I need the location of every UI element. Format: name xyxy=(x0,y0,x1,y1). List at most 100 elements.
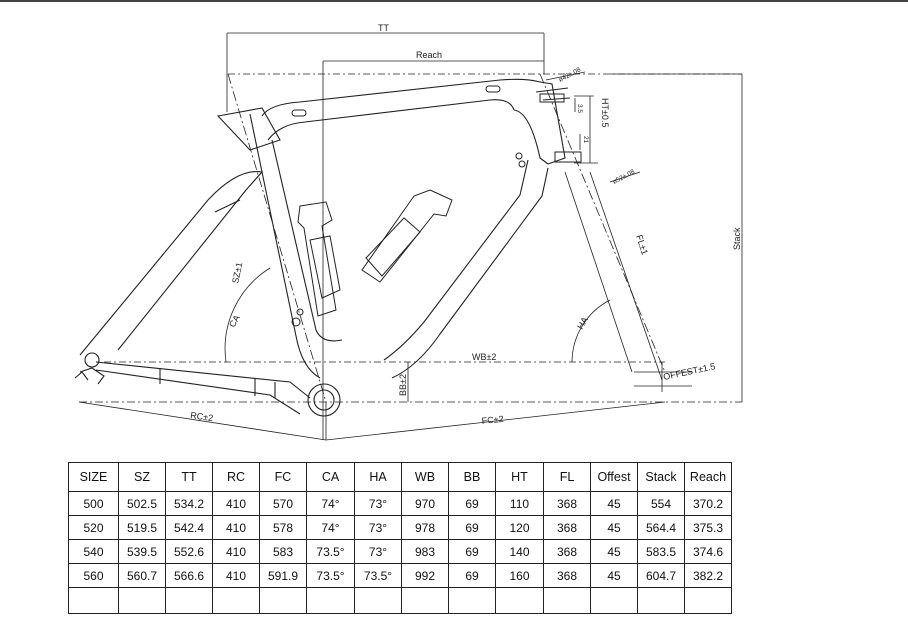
table-cell: 73° xyxy=(354,539,402,564)
table-cell: 140 xyxy=(495,539,544,564)
table-header: RC xyxy=(212,462,260,492)
table-cell xyxy=(354,587,402,614)
ca-label: CA xyxy=(227,313,242,329)
table-cell: 73° xyxy=(354,491,402,516)
sz-label: SZ±1 xyxy=(230,261,244,284)
table-cell: 74° xyxy=(306,515,355,540)
table-cell: 542.4 xyxy=(165,515,213,540)
table-header: CA xyxy=(306,462,355,492)
table-blank-row xyxy=(68,587,732,614)
table-cell: 578 xyxy=(259,515,307,540)
table-row: 500 502.5 534.2 410 570 74° 73° 970 69 1… xyxy=(68,491,732,516)
table-cell xyxy=(590,587,638,614)
table-header: TT xyxy=(165,462,213,492)
table-cell: 382.2 xyxy=(684,563,732,588)
table-row: 520 519.5 542.4 410 578 74° 73° 978 69 1… xyxy=(68,515,732,540)
top-border-line xyxy=(0,0,908,2)
tt-label: TT xyxy=(378,23,389,33)
table-row: 560 560.7 566.6 410 591.9 73.5° 73.5° 99… xyxy=(68,563,732,588)
table-cell: 74° xyxy=(306,491,355,516)
table-header-row: SIZE SZ TT RC FC CA HA WB BB HT FL Offes… xyxy=(68,462,732,492)
table-cell: 566.6 xyxy=(165,563,213,588)
table-cell: 160 xyxy=(495,563,544,588)
table-cell: 992 xyxy=(401,563,449,588)
table-cell: 502.5 xyxy=(118,491,166,516)
fc-label: FC±2 xyxy=(481,414,504,426)
table-header: WB xyxy=(401,462,449,492)
table-cell xyxy=(212,587,260,614)
table-cell: 560 xyxy=(68,563,119,588)
table-cell xyxy=(495,587,544,614)
head-lower-diameter-label: ø52±.08 xyxy=(612,168,637,186)
table-cell: 554 xyxy=(637,491,685,516)
table-cell: 69 xyxy=(448,491,496,516)
table-cell xyxy=(306,587,355,614)
table-cell: 534.2 xyxy=(165,491,213,516)
table-header: SIZE xyxy=(68,462,119,492)
table-header: FC xyxy=(259,462,307,492)
table-cell xyxy=(259,587,307,614)
table-row: 540 539.5 552.6 410 583 73.5° 73° 983 69… xyxy=(68,539,732,564)
table-cell: 368 xyxy=(543,491,591,516)
table-cell: 120 xyxy=(495,515,544,540)
table-cell: 110 xyxy=(495,491,544,516)
table-cell: 45 xyxy=(590,491,638,516)
frame-outline xyxy=(74,78,571,417)
head-height-label: 21 xyxy=(582,136,589,144)
wb-label: WB±2 xyxy=(472,352,496,362)
table-cell: 570 xyxy=(259,491,307,516)
table-cell xyxy=(68,587,119,614)
bike-frame-geometry-drawing: TT Reach Stack HT±0.5 FL±1 SZ±1 CA HA WB… xyxy=(74,23,743,441)
table-cell: 983 xyxy=(401,539,449,564)
table-header: Reach xyxy=(684,462,732,492)
table-cell xyxy=(165,587,213,614)
table-cell: 370.2 xyxy=(684,491,732,516)
geometry-table: SIZE SZ TT RC FC CA HA WB BB HT FL Offes… xyxy=(68,462,732,614)
rc-label: RC±2 xyxy=(190,410,214,423)
table-cell xyxy=(684,587,732,614)
bb-label: BB±2 xyxy=(398,374,408,396)
table-cell: 604.7 xyxy=(637,563,685,588)
head-upper-diameter-label: ø42±.08 xyxy=(558,66,583,84)
table-cell: 69 xyxy=(448,563,496,588)
table-cell: 45 xyxy=(590,515,638,540)
table-cell: 410 xyxy=(212,515,260,540)
table-cell: 410 xyxy=(212,539,260,564)
table-header: Offest xyxy=(590,462,638,492)
stack-label: Stack xyxy=(732,227,742,250)
table-cell: 73.5° xyxy=(306,563,355,588)
table-cell: 368 xyxy=(543,563,591,588)
table-cell: 374.6 xyxy=(684,539,732,564)
table-cell: 69 xyxy=(448,539,496,564)
table-cell: 591.9 xyxy=(259,563,307,588)
reach-label: Reach xyxy=(416,50,442,60)
ht-label: HT±0.5 xyxy=(600,98,610,127)
table-cell: 375.3 xyxy=(684,515,732,540)
table-cell: 45 xyxy=(590,539,638,564)
table-cell: 583 xyxy=(259,539,307,564)
table-cell: 368 xyxy=(543,539,591,564)
table-cell: 970 xyxy=(401,491,449,516)
table-cell xyxy=(543,587,591,614)
table-cell: 583.5 xyxy=(637,539,685,564)
head-offset-label: 3.5 xyxy=(576,104,583,113)
table-cell xyxy=(118,587,166,614)
table-header: BB xyxy=(448,462,496,492)
table-cell xyxy=(448,587,496,614)
bolts-and-slots xyxy=(291,85,582,327)
dimension-lines xyxy=(78,32,743,441)
table-cell: 410 xyxy=(212,491,260,516)
table-cell: 73.5° xyxy=(306,539,355,564)
table-cell: 539.5 xyxy=(118,539,166,564)
table-header: Stack xyxy=(637,462,685,492)
table-cell: 978 xyxy=(401,515,449,540)
table-cell xyxy=(637,587,685,614)
table-cell: 45 xyxy=(590,563,638,588)
table-cell: 368 xyxy=(543,515,591,540)
table-cell: 519.5 xyxy=(118,515,166,540)
table-cell xyxy=(401,587,449,614)
table-header: HA xyxy=(354,462,402,492)
table-header: SZ xyxy=(118,462,166,492)
table-cell: 564.4 xyxy=(637,515,685,540)
table-cell: 520 xyxy=(68,515,119,540)
